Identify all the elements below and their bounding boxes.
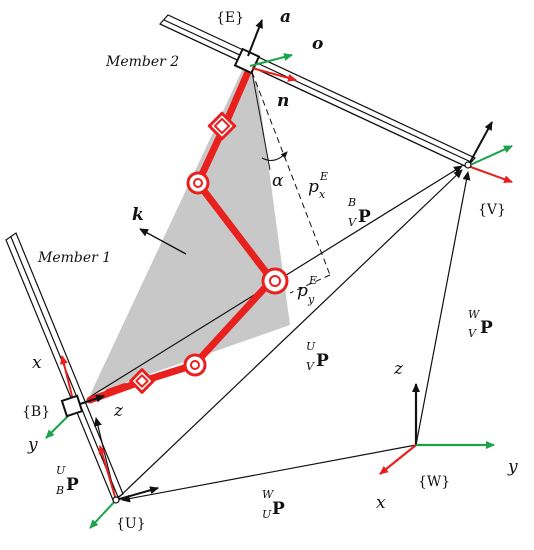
alpha-label: α xyxy=(272,171,284,191)
axis-B-y-label: y xyxy=(27,435,38,455)
frame-W-label: {W} xyxy=(418,474,450,490)
vector-BVP-label: B V P xyxy=(347,196,371,229)
frame-U-origin xyxy=(112,496,120,504)
revolute-joint-2-inner xyxy=(269,275,281,287)
axis-B-x-label: x xyxy=(32,353,42,373)
axis-a-label: a xyxy=(280,7,291,27)
member-2-label: Member 2 xyxy=(105,54,179,70)
svg-text:U: U xyxy=(306,340,316,353)
frame-V-axes xyxy=(467,121,513,184)
svg-text:P: P xyxy=(66,475,79,495)
frame-E-label: {E} xyxy=(216,10,244,26)
normal-k-label: k xyxy=(132,205,144,225)
svg-text:y: y xyxy=(307,293,315,306)
frame-U-label: {U} xyxy=(116,516,146,532)
axis-n-label: n xyxy=(277,91,289,111)
svg-text:E: E xyxy=(319,170,328,183)
svg-text:P: P xyxy=(272,499,285,519)
axis-a-arrow xyxy=(247,19,263,57)
vector-UBP-label: U B P xyxy=(55,464,79,497)
svg-text:E: E xyxy=(308,274,317,287)
axis-B-z-label: z xyxy=(113,401,124,421)
axis-o-label: o xyxy=(312,34,323,54)
frame-B-box xyxy=(60,394,84,418)
vector-W-to-U xyxy=(121,444,417,503)
dashed-construction xyxy=(251,71,331,294)
svg-text:V: V xyxy=(468,327,477,340)
axis-n-arrow xyxy=(251,67,297,82)
vector-UVP-label: U V P xyxy=(306,340,329,373)
axis-W-y-label: y xyxy=(507,457,518,477)
vector-WUP-label: W U P xyxy=(262,488,285,521)
vector-WVP-label: W V P xyxy=(468,308,493,340)
axis-W-z-label: z xyxy=(393,359,404,379)
svg-text:B: B xyxy=(55,484,64,497)
alpha-arc xyxy=(261,151,288,161)
svg-text:P: P xyxy=(480,318,493,338)
svg-text:U: U xyxy=(56,464,66,477)
frame-U-axes xyxy=(89,445,159,529)
svg-text:p: p xyxy=(297,281,308,301)
svg-text:P: P xyxy=(358,207,371,227)
svg-text:V: V xyxy=(306,360,315,373)
alpha-line xyxy=(251,71,271,171)
axis-W-x-label: x xyxy=(376,493,386,513)
frame-V-origin xyxy=(464,161,472,169)
svg-text:U: U xyxy=(262,508,272,521)
py-E-label: p y E xyxy=(297,274,317,306)
axis-o-arrow xyxy=(249,53,293,67)
vector-W-to-V xyxy=(415,171,471,446)
svg-text:P: P xyxy=(316,351,329,371)
revolute-joint-3-inner xyxy=(190,360,200,370)
svg-text:B: B xyxy=(347,196,356,209)
frame-V-label: {V} xyxy=(478,202,506,218)
working-plane xyxy=(90,62,290,395)
svg-text:W: W xyxy=(468,308,481,321)
revolute-joint-1-inner xyxy=(193,178,203,188)
px-E-label: p x E xyxy=(308,170,328,201)
svg-text:V: V xyxy=(348,216,357,229)
member-1-label: Member 1 xyxy=(37,250,111,266)
vector-U-to-V xyxy=(115,169,463,501)
svg-text:W: W xyxy=(262,488,275,501)
prismatic-joint-bottom-inner xyxy=(135,374,149,388)
svg-text:x: x xyxy=(319,188,326,201)
member-2-bar xyxy=(159,14,476,168)
normal-k-arrow xyxy=(139,228,187,255)
svg-text:p: p xyxy=(308,177,319,197)
robot-arm xyxy=(86,68,289,404)
frame-B-label: {B} xyxy=(22,404,50,420)
frame-W-axes xyxy=(379,383,495,475)
prismatic-joint-top-inner xyxy=(213,117,231,135)
